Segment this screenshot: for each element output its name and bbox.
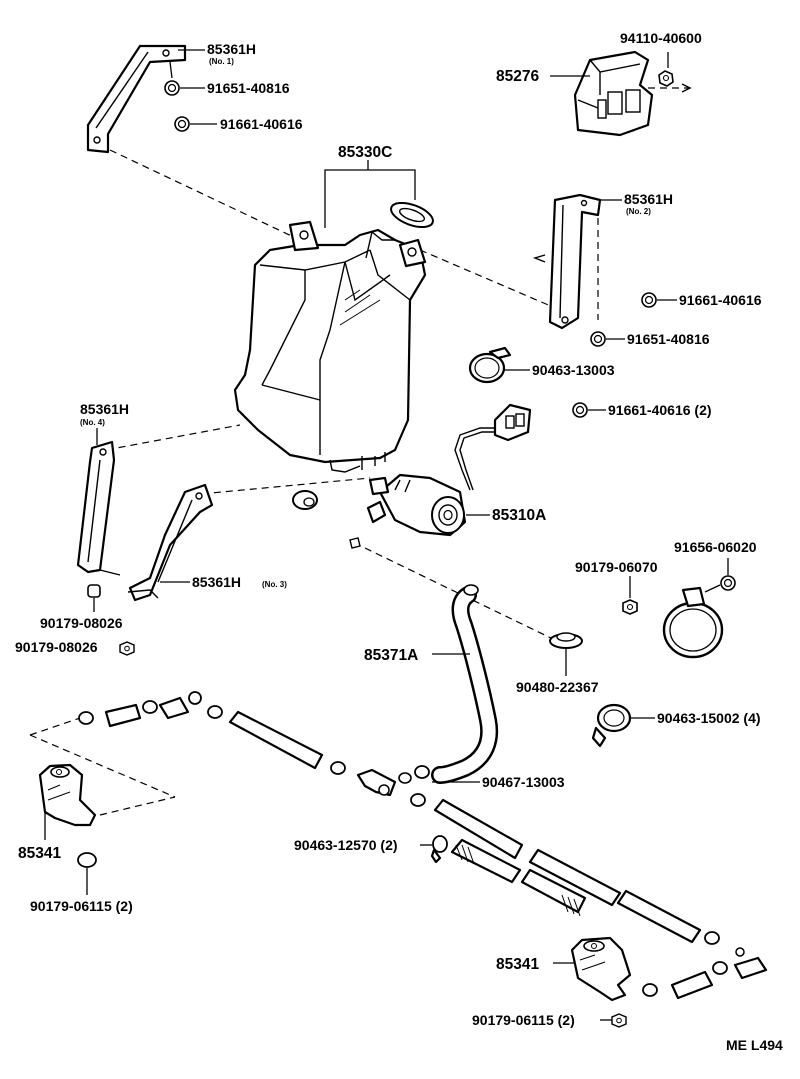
washer-tube-assembly[interactable] xyxy=(78,691,768,1000)
label-85361h-no4: 85361H xyxy=(80,401,129,417)
leader-bracket xyxy=(324,169,416,228)
pump-grommet[interactable] xyxy=(292,490,318,510)
label-90179-06070: 90179-06070 xyxy=(575,559,658,575)
label-90463-12570: 90463-12570 (2) xyxy=(294,837,398,853)
washer-icon[interactable] xyxy=(720,575,736,591)
grommet-08026[interactable] xyxy=(87,584,101,598)
washer-nozzle-right[interactable] xyxy=(570,936,632,1002)
wire-connector[interactable] xyxy=(454,403,532,491)
washer-pump-85310a[interactable] xyxy=(366,473,467,537)
hex-nut-icon[interactable] xyxy=(622,599,638,615)
label-85371a: 85371A xyxy=(364,647,418,664)
nozzle-nut-left[interactable] xyxy=(77,852,97,868)
label-90179-06115-right: 90179-06115 (2) xyxy=(472,1012,575,1028)
label-90179-06115-left: 90179-06115 (2) xyxy=(30,898,133,914)
nut-icon[interactable] xyxy=(641,292,657,308)
label-no2-sub: (No. 2) xyxy=(626,207,651,216)
label-91656-06020: 91656-06020 xyxy=(674,539,757,555)
washer-icon[interactable] xyxy=(164,80,180,96)
label-90463-15002: 90463-15002 (4) xyxy=(657,710,761,726)
label-85330c: 85330C xyxy=(338,144,392,161)
label-no1-sub: (No. 1) xyxy=(209,57,234,66)
label-85276: 85276 xyxy=(496,68,539,85)
assembly-guide-lines xyxy=(29,87,690,816)
grommet-22367[interactable] xyxy=(549,632,583,649)
cap-gasket[interactable] xyxy=(388,198,436,232)
hose-clamp-12570[interactable] xyxy=(430,835,448,864)
hex-nut-icon[interactable] xyxy=(119,641,135,656)
relay-85276[interactable] xyxy=(573,50,654,137)
motor-band-clamp[interactable] xyxy=(662,586,724,659)
label-85341-left: 85341 xyxy=(18,845,61,862)
hose-85371a[interactable] xyxy=(431,584,499,784)
label-91661-40616-top: 91661-40616 xyxy=(220,116,303,132)
label-91651-40816-right: 91651-40816 xyxy=(627,331,710,347)
small-clip[interactable] xyxy=(349,537,361,549)
label-85361h-no1: 85361H xyxy=(207,41,256,57)
washer-nozzle-left[interactable] xyxy=(38,763,97,827)
washer-jar-85330c[interactable] xyxy=(233,220,427,473)
label-85310a: 85310A xyxy=(492,507,546,524)
bracket-no4[interactable] xyxy=(76,440,121,576)
label-85361h-no2: 85361H xyxy=(624,191,673,207)
label-90179-08026-b: 90179-08026 xyxy=(15,639,98,655)
label-no3-sub: (No. 3) xyxy=(262,580,287,589)
reference-code: ME L494 xyxy=(726,1037,783,1053)
label-90179-08026-a: 90179-08026 xyxy=(40,615,123,631)
nut-icon[interactable] xyxy=(174,116,190,132)
label-no4-sub: (No. 4) xyxy=(80,418,105,427)
bracket-no1[interactable] xyxy=(86,44,187,154)
label-91661-40616-2: 91661-40616 (2) xyxy=(608,402,712,418)
hose-clamp-13003[interactable] xyxy=(468,346,512,384)
label-94110-40600: 94110-40600 xyxy=(620,30,702,46)
arrow-head xyxy=(681,83,692,93)
hex-nut-icon[interactable] xyxy=(658,70,674,87)
bracket-no2[interactable] xyxy=(532,193,602,330)
label-85361h-no3: 85361H xyxy=(192,574,241,590)
leader-line xyxy=(169,61,173,79)
hose-clamp-15002[interactable] xyxy=(591,703,632,748)
hex-nut-icon[interactable] xyxy=(611,1013,627,1028)
nut-icon[interactable] xyxy=(572,402,588,418)
label-90480-22367: 90480-22367 xyxy=(516,679,599,695)
label-90467-13003: 90467-13003 xyxy=(482,774,565,790)
leader-line xyxy=(704,584,721,593)
washer-icon[interactable] xyxy=(590,331,606,347)
label-91651-40816-top: 91651-40816 xyxy=(207,80,290,96)
label-91661-40616-right: 91661-40616 xyxy=(679,292,762,308)
bracket-no3[interactable] xyxy=(127,483,214,602)
label-90463-13003: 90463-13003 xyxy=(532,362,615,378)
label-85341-right: 85341 xyxy=(496,956,539,973)
